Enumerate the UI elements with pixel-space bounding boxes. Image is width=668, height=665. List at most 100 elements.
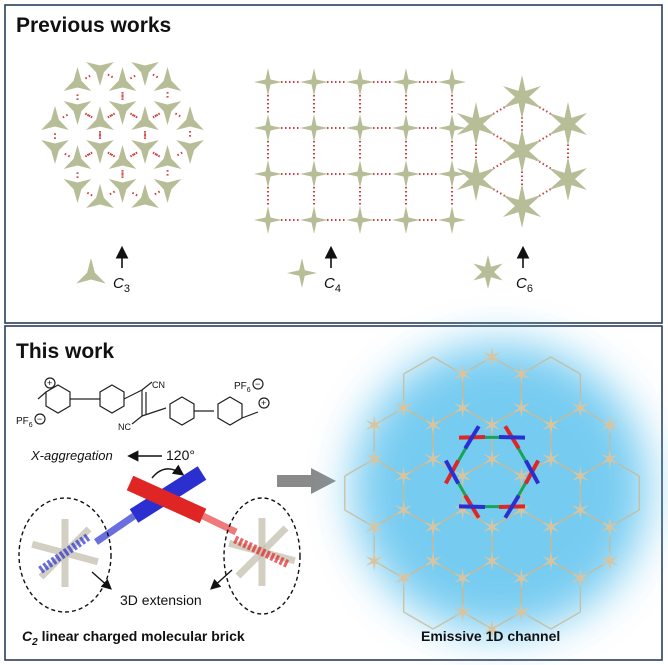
channel-edge [403, 356, 434, 375]
hbond-dots [152, 190, 161, 197]
c6-node [502, 129, 542, 173]
blue-rod-node [463, 425, 481, 450]
c6-node [502, 75, 542, 119]
channel-node [512, 398, 531, 418]
hexagonal-channel-core [444, 425, 540, 519]
c3-label: C3 [113, 275, 130, 295]
hbond-dots [84, 151, 93, 158]
c3-node [131, 62, 159, 86]
hbond-dots [129, 151, 138, 158]
left-extension-ellipse [18, 497, 112, 613]
hbond-dots [84, 112, 93, 119]
channel-node [365, 415, 383, 435]
channel-node [571, 398, 589, 418]
c3-motif-icon [76, 258, 106, 284]
hbond-dots [107, 151, 116, 158]
c4-node [346, 114, 374, 142]
c4-node [300, 206, 328, 234]
c3-node [63, 67, 92, 91]
3d-extension-label: 3D extension [120, 592, 202, 608]
hbond-dots [107, 112, 116, 119]
hbond-dots [129, 73, 138, 80]
left-plus-charge: + [47, 378, 52, 388]
c6-node [502, 184, 542, 228]
channel-node [571, 568, 589, 588]
hbond-dots [129, 112, 138, 119]
channel-node [424, 551, 442, 571]
blue-rod-node [503, 494, 521, 519]
c3-node [131, 140, 159, 164]
channel-node [512, 364, 531, 384]
channel-node [483, 347, 501, 367]
hbond-dots [174, 112, 183, 119]
c4-node [254, 206, 282, 234]
channel-node [424, 415, 442, 435]
right-faded-rods [228, 518, 296, 586]
cn-top-label: CN [152, 380, 165, 390]
right-pyridinium-ring [217, 396, 243, 426]
hbond-dots [84, 190, 93, 197]
channel-node [601, 551, 619, 571]
right-plus-charge: + [261, 398, 266, 408]
c3-node [108, 101, 137, 125]
channel-node [542, 517, 560, 537]
channel-node [365, 517, 383, 537]
channel-node [483, 619, 501, 639]
channel-node [601, 449, 619, 469]
hbond-dots [107, 73, 116, 80]
channel-edge [550, 611, 581, 630]
c4-node [254, 160, 282, 188]
channel-node [512, 568, 531, 588]
c6-node [456, 102, 496, 146]
c3-node [86, 140, 114, 164]
channel-node [365, 449, 383, 469]
channel-node [395, 500, 413, 520]
channel-node [395, 568, 413, 588]
right-minus-charge: − [255, 379, 260, 389]
left-minus-charge: − [37, 414, 42, 424]
rotation-arrow [151, 464, 185, 479]
c4-motif-shape [287, 258, 317, 288]
x-aggregation-label: X-aggregation [30, 448, 113, 463]
channel-node [601, 517, 619, 537]
c4-node [300, 68, 328, 96]
channel-node [365, 551, 383, 571]
channel-node [453, 568, 472, 588]
left-faded-rods [31, 519, 99, 587]
channel-node [424, 517, 442, 537]
c6-node [548, 102, 588, 146]
c4-node [438, 114, 466, 142]
red-rod-tail [201, 512, 238, 536]
hbond-dots [84, 151, 93, 158]
c3-node [108, 145, 137, 169]
channel-node [483, 517, 501, 537]
blue-rod-tail [94, 513, 136, 545]
c4-label: C4 [324, 275, 341, 295]
blue-rod-node [444, 459, 460, 485]
c3-node [41, 106, 69, 130]
blue-rod-node [458, 504, 486, 509]
c3-node [108, 67, 137, 91]
blue-rod-node [498, 435, 526, 440]
transition-arrow [277, 468, 336, 494]
left-caption: C2 linear charged molecular brick [22, 628, 245, 648]
hbond-dots [107, 151, 116, 158]
molecule-structure [34, 377, 270, 426]
hbond-dots [152, 151, 161, 158]
dashed-rod-outline [38, 532, 92, 574]
c3-node [131, 184, 159, 208]
c4-node [346, 206, 374, 234]
hbond-dots [152, 112, 161, 119]
right-extension-ellipse [223, 497, 301, 615]
left-extension-arrow [91, 571, 112, 590]
c4-node [254, 68, 282, 96]
hbond-dots [152, 151, 161, 158]
c6-node [456, 157, 496, 201]
hbond-dots [84, 73, 93, 80]
c4-node [392, 160, 420, 188]
channel-node [395, 466, 413, 486]
right-phenyl-ring [169, 396, 195, 426]
c3-node [63, 179, 92, 203]
right-extension-arrow [210, 569, 233, 590]
c6-motif-shape [473, 255, 503, 289]
